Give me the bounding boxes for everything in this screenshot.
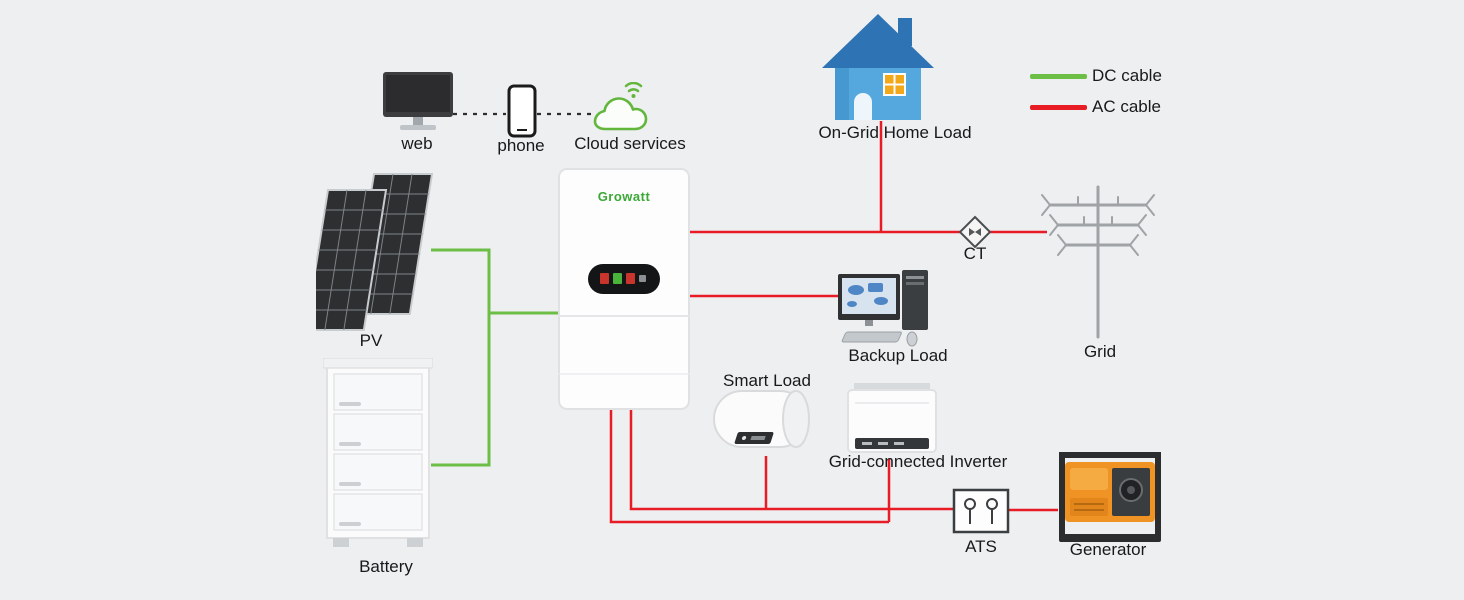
inverter-icon: Growatt bbox=[558, 168, 690, 410]
backup-load-icon bbox=[838, 270, 928, 347]
ats-icon bbox=[952, 488, 1010, 534]
ct-icon bbox=[958, 215, 992, 249]
battery-label: Battery bbox=[359, 557, 413, 576]
dc-cable-pv-battery-bus bbox=[431, 248, 491, 467]
grid-pole-icon bbox=[1041, 185, 1155, 339]
home-load-label: On-Grid Home Load bbox=[818, 123, 972, 142]
inverter-brand-text: Growatt bbox=[598, 189, 651, 204]
phone-label: phone bbox=[497, 136, 545, 155]
pv-label: PV bbox=[359, 331, 383, 350]
ct-label: CT bbox=[963, 244, 987, 263]
home-icon bbox=[822, 14, 934, 120]
legend-dc-swatch bbox=[1030, 74, 1087, 79]
cloud-services-label: Cloud services bbox=[574, 134, 686, 153]
battery-icon bbox=[323, 358, 433, 547]
pv-panels-icon bbox=[316, 173, 434, 331]
phone-icon bbox=[507, 84, 537, 138]
ats-label: ATS bbox=[965, 537, 997, 556]
web-monitor-icon bbox=[383, 72, 453, 130]
legend-dc-label: DC cable bbox=[1092, 66, 1162, 85]
generator-icon bbox=[1059, 452, 1161, 542]
legend-ac-swatch bbox=[1030, 105, 1087, 110]
generator-label: Generator bbox=[1069, 540, 1147, 559]
grid-connected-inverter-label: Grid-connected Inverter bbox=[828, 452, 1008, 471]
smart-load-label: Smart Load bbox=[723, 371, 811, 390]
legend-ac-label: AC cable bbox=[1092, 97, 1161, 116]
grid-connected-inverter-icon bbox=[847, 383, 937, 453]
grid-label: Grid bbox=[1083, 342, 1117, 361]
backup-load-label: Backup Load bbox=[848, 346, 948, 365]
smart-load-icon bbox=[713, 390, 810, 448]
web-label: web bbox=[401, 134, 433, 153]
cloud-services-icon bbox=[593, 82, 648, 131]
